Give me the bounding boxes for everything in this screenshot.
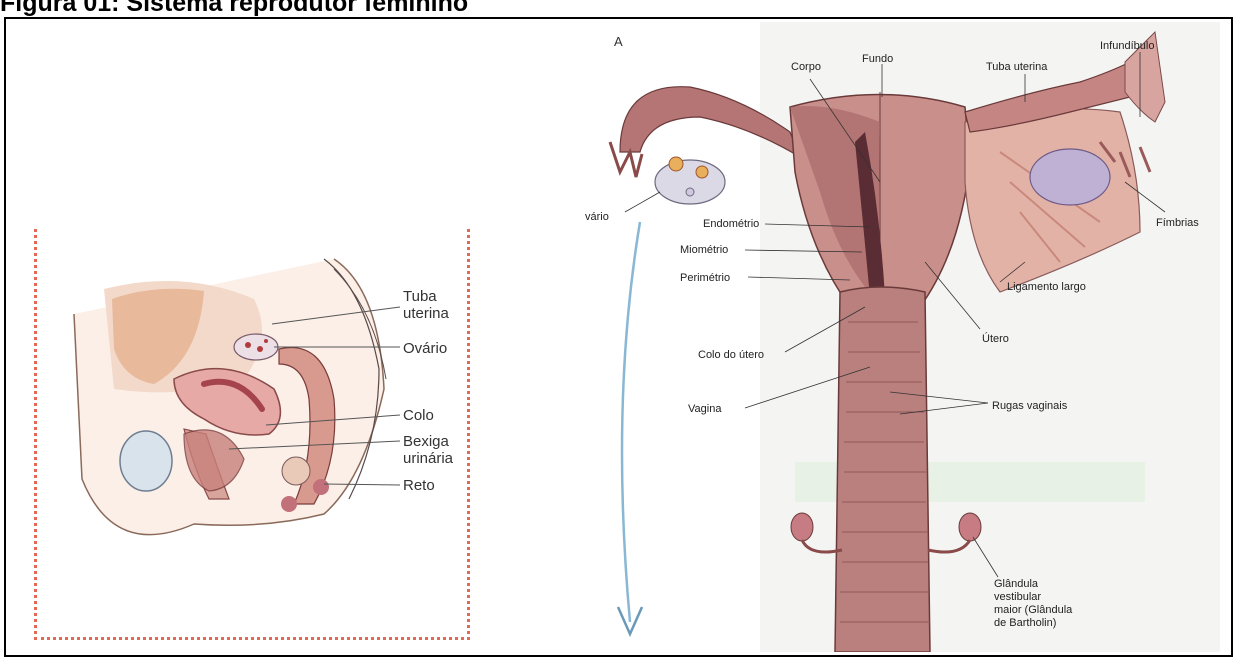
label-fundo: Fundo	[862, 53, 893, 65]
label-corpo: Corpo	[791, 61, 821, 73]
label-glandula-l3: maior (Glândula	[994, 604, 1073, 616]
label-glandula-l4: de Bartholin)	[994, 617, 1056, 629]
dotted-border-bottom	[34, 637, 470, 640]
rectum-contents	[282, 457, 310, 485]
follicle-c	[686, 188, 694, 196]
anal-sphincter	[281, 496, 297, 512]
label-rugas-vaginais: Rugas vaginais	[992, 400, 1068, 412]
panel-letter: A	[614, 34, 623, 49]
right-bartholin-gland	[959, 513, 981, 541]
follicle-a	[669, 157, 683, 171]
right-ovary-shape	[1030, 149, 1110, 205]
sagittal-section-panel: Tuba uterina Ovário Colo Bexiga urinária…	[34, 229, 470, 640]
left-bartholin-gland	[791, 513, 813, 541]
label-ovario: vário	[585, 211, 609, 223]
label-glandula-l1: Glândula	[994, 578, 1039, 590]
figure-title: Figura 01: Sistema reprodutor feminino	[0, 0, 468, 18]
follicle-3	[264, 339, 268, 343]
follicle-2	[257, 346, 263, 352]
label-ovario: Ovário	[403, 340, 447, 357]
label-endometrio: Endométrio	[703, 218, 759, 230]
dotted-border-left	[34, 229, 37, 640]
follicle-1	[245, 342, 251, 348]
follicle-b	[696, 166, 708, 178]
label-ligamento-largo: Ligamento largo	[1007, 281, 1086, 293]
left-ovary-shape	[655, 160, 725, 204]
label-miometrio: Miométrio	[680, 244, 728, 256]
descent-arrow	[622, 222, 640, 622]
sagittal-illustration: Tuba uterina Ovário Colo Bexiga urinária…	[34, 229, 470, 640]
leader-ovario	[625, 192, 660, 212]
label-utero: Útero	[982, 332, 1009, 345]
label-fimbrias: Fímbrias	[1156, 217, 1199, 229]
label-tuba-line1: Tuba	[403, 288, 437, 305]
label-infundibulo: Infundíbulo	[1100, 40, 1154, 52]
label-tuba-line2: uterina	[403, 305, 450, 322]
label-tuba-uterina: Tuba uterina	[986, 61, 1048, 73]
label-reto: Reto	[403, 477, 435, 494]
label-perimetrio: Perimétrio	[680, 272, 730, 284]
label-vagina: Vagina	[688, 403, 722, 415]
anus	[313, 479, 329, 495]
ovary-shape	[234, 334, 278, 360]
label-colo-do-utero: Colo do útero	[698, 349, 764, 361]
label-colo: Colo	[403, 407, 434, 424]
frontal-illustration: A Corpo Fundo Tuba uterina Infundíbulo v…	[580, 22, 1220, 652]
label-bexiga-line1: Bexiga	[403, 433, 450, 450]
label-bexiga-line2: urinária	[403, 450, 454, 467]
label-glandula-l2: vestibular	[994, 591, 1041, 603]
dotted-border-right	[467, 229, 470, 640]
bladder-shape	[120, 431, 172, 491]
vagina-tube	[835, 287, 930, 652]
